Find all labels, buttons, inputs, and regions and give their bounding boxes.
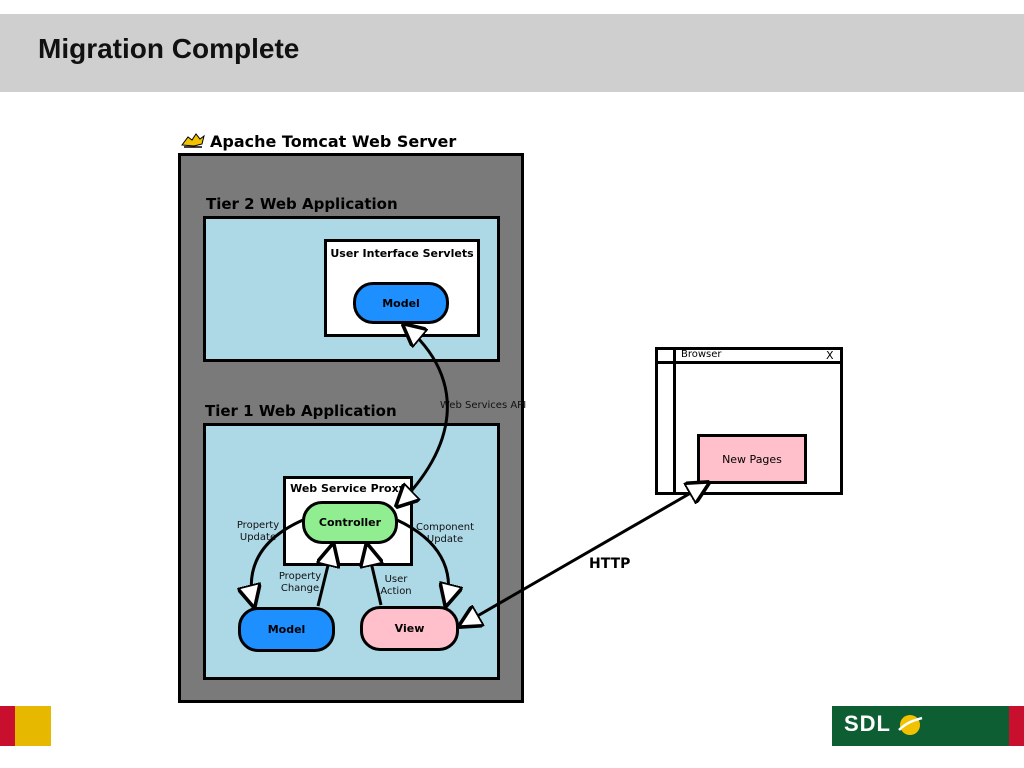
corner-yellow-bar [15,706,51,746]
ws-proxy-title: Web Service Proxy [290,482,406,495]
logo-red-bar [1009,706,1024,746]
tier2-title: Tier 2 Web Application [206,195,398,213]
user-action-label: User Action [380,574,412,597]
component-update-label: Component Update [416,522,475,545]
tier1-title: Tier 1 Web Application [205,402,397,420]
slide-title: Migration Complete [38,33,300,64]
logo-top-strip [832,700,1008,706]
browser-menu-square [658,350,676,364]
tier1-model-node: Model [238,607,335,652]
sdl-globe-icon [898,715,923,735]
corner-red-bar [0,706,15,746]
property-update-label: Property Update [236,520,280,543]
sdl-logo-background [832,706,1010,746]
http-label: HTTP [589,556,631,572]
sdl-logo-text: SDL [844,711,891,736]
server-title: Apache Tomcat Web Server [210,132,457,151]
browser-sidebar [658,364,676,492]
new-pages-box: New Pages [697,434,807,484]
property-change-label: Property Change [278,571,322,594]
ui-servlets-title: User Interface Servlets [330,247,474,260]
browser-title: Browser [681,349,722,360]
browser-close-icon: X [826,349,834,362]
browser-titlebar [655,347,843,364]
controller-node: Controller [302,501,398,544]
tomcat-icon [181,133,205,148]
web-services-api-label: Web Services API [440,400,527,411]
tier2-model-node: Model [353,282,449,324]
header-band [0,14,1024,92]
view-node: View [360,606,459,651]
